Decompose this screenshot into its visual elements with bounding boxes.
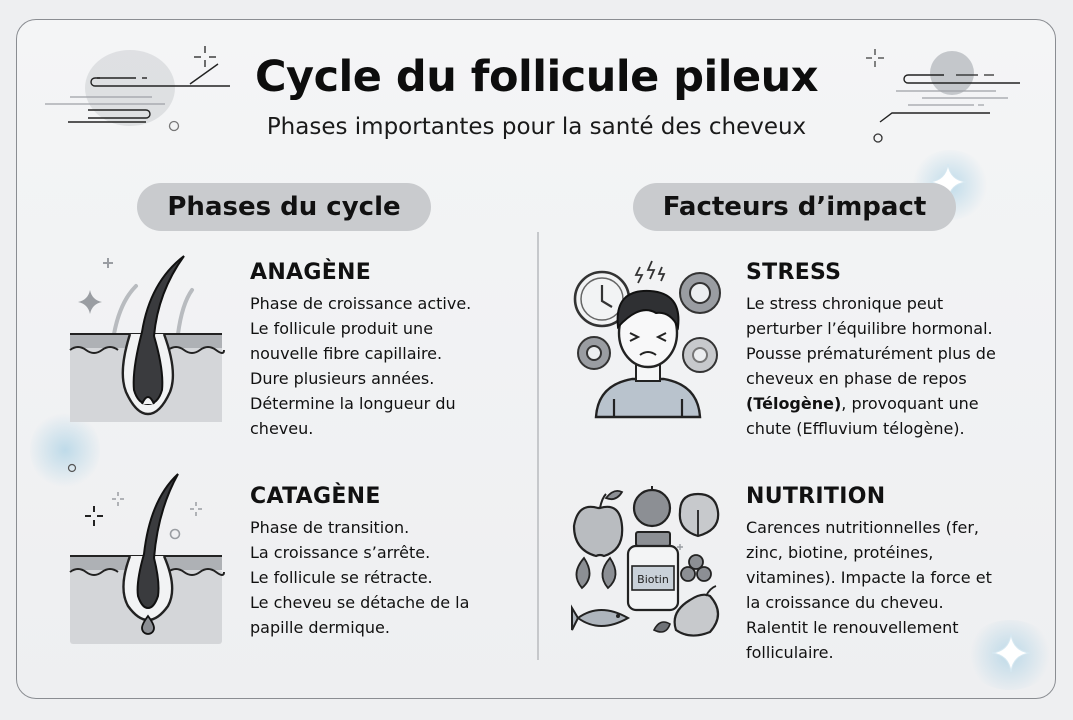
factor-description-line: Le stress chronique peut [746, 294, 944, 313]
factor-nutrition: NUTRITION Carences nutritionnelles (fer,… [746, 484, 992, 665]
phase-description-line: Phase de croissance active. [250, 294, 472, 313]
section-heading-factors: Facteurs d’impact [633, 183, 956, 231]
bold-term-telogene: (Télogène) [746, 394, 842, 413]
nutrition-foods-icon: Biotin [571, 486, 720, 637]
factor-description-line: vitamines). Impacte la force et [746, 568, 992, 587]
phase-description-line: Le follicule produit une [250, 319, 434, 338]
phase-description-line: cheveu. [250, 419, 314, 438]
page-subtitle: Phases importantes pour la santé des che… [266, 114, 807, 140]
phase-description-line: Détermine la longueur du [250, 394, 456, 413]
phase-description-line: Dure plusieurs années. [250, 369, 435, 388]
phase-description-line: La croissance s’arrête. [250, 543, 431, 562]
phase-description-line: Le cheveu se détache de la [250, 593, 470, 612]
column-divider [537, 232, 539, 660]
hair-follicle-detaching-icon [69, 473, 225, 644]
factor-description-line: la croissance du cheveu. [746, 593, 944, 612]
phase-catagene: CATAGÈNE Phase de transition. La croissa… [250, 484, 469, 640]
page-title: Cycle du follicule pileux [254, 52, 819, 102]
factor-description-line: chute (Effluvium télogène). [746, 419, 965, 438]
phase-description-line: nouvelle fibre capillaire. [250, 344, 443, 363]
factor-description-line: (Télogène), provoquant une [746, 391, 996, 416]
small-circle-decoration [67, 463, 77, 473]
phase-title: ANAGÈNE [250, 260, 372, 285]
phase-description-line: papille dermique. [250, 618, 390, 637]
factor-stress: STRESS Le stress chronique peut perturbe… [746, 260, 996, 441]
phase-anagene: ANAGÈNE Phase de croissance active. Le f… [250, 260, 471, 441]
glow-decoration [30, 410, 100, 490]
factor-description-fragment: , provoquant une [841, 394, 979, 413]
speed-lines-right-decoration [873, 51, 1020, 143]
hair-follicle-growing-icon [69, 255, 225, 422]
section-heading-phases: Phases du cycle [137, 183, 431, 231]
factor-description-line: Pousse prématurément plus de [746, 344, 996, 363]
sparkle-icon [194, 46, 216, 67]
phase-description-line: Phase de transition. [250, 518, 410, 537]
stressed-person-icon [573, 260, 721, 419]
factor-description-line: perturber l’équilibre hormonal. [746, 319, 993, 338]
sparkle-icon [866, 49, 884, 67]
factor-description-line: folliculaire. [746, 643, 834, 662]
factor-title: NUTRITION [746, 484, 886, 509]
factor-description-line: zinc, biotine, protéines, [746, 543, 934, 562]
factor-description-line: Carences nutritionnelles (fer, [746, 518, 979, 537]
factor-title: STRESS [746, 260, 842, 285]
biotin-label: Biotin [637, 573, 669, 586]
speed-lines-left-decoration [45, 50, 230, 132]
factor-description-line: cheveux en phase de repos [746, 369, 967, 388]
phase-description-line: Le follicule se rétracte. [250, 568, 433, 587]
factor-description-line: Ralentit le renouvellement [746, 618, 959, 637]
star-sparkle-icon [992, 634, 1030, 672]
phase-title: CATAGÈNE [250, 484, 381, 509]
